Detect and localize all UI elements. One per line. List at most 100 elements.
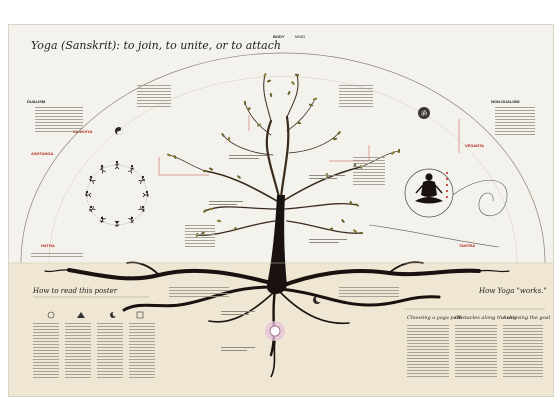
leaf	[166, 153, 172, 157]
asana-figure	[99, 164, 106, 174]
leaf	[237, 175, 241, 179]
vedanta-label: VEDANTA	[465, 143, 485, 148]
yoga-tree-poster: ॐ	[8, 24, 554, 397]
leaf	[353, 229, 357, 233]
tree-branches	[168, 74, 400, 236]
branch	[279, 115, 290, 199]
mind-label: MIND	[295, 34, 306, 39]
arc-outline	[20, 52, 546, 264]
meditation-figure-icon	[415, 173, 443, 204]
legend-text-4	[129, 323, 155, 379]
upper-left-text	[137, 85, 171, 107]
branch	[286, 220, 362, 234]
leaf	[221, 133, 225, 137]
right-branch-line	[368, 224, 500, 248]
branch	[204, 206, 278, 212]
branch	[265, 119, 281, 199]
sun-salutation-circle	[86, 164, 148, 226]
leaf	[355, 203, 359, 207]
leaf	[294, 73, 300, 77]
leaf	[227, 136, 231, 142]
leaf	[287, 90, 291, 96]
asana-figure	[88, 205, 96, 213]
hatha-label: HATHA	[41, 243, 55, 248]
branch	[282, 166, 362, 202]
non-dualism-label: NON-DUALISM	[491, 99, 520, 104]
leaf	[216, 219, 222, 223]
leaf	[349, 200, 353, 206]
poster-title: Yoga (Sanskrit): to join, to unite, or t…	[31, 39, 281, 52]
leaf	[312, 97, 318, 101]
leaf	[269, 92, 273, 98]
leaf	[263, 73, 267, 77]
achieving-heading: Achieving the goal	[503, 315, 551, 321]
leaf	[208, 207, 214, 211]
achieving-text	[503, 325, 543, 379]
mid-right-text	[353, 157, 385, 187]
asana-figure	[138, 205, 145, 213]
legend-icons	[47, 311, 144, 319]
asana-figure	[128, 164, 135, 174]
non-dualism-text	[495, 107, 535, 137]
leaf	[337, 131, 341, 135]
yin-yang-icon	[115, 127, 123, 135]
branch	[244, 102, 272, 136]
asana-figure	[142, 190, 149, 198]
ashtanga-label: ASHTANGA	[31, 151, 54, 156]
leaf	[202, 169, 208, 173]
leaf	[397, 148, 401, 154]
legend-text-3	[97, 323, 123, 379]
chakra-markers	[446, 172, 448, 198]
root-seed-icon	[265, 321, 285, 378]
om-icon: ॐ	[418, 107, 430, 119]
obstacles-text	[455, 325, 497, 379]
branch	[168, 154, 206, 172]
meditation-circle	[404, 168, 454, 218]
inner-arc-outline	[48, 76, 518, 264]
asana-figure	[128, 216, 135, 224]
asana-figures	[85, 160, 149, 227]
leaf	[296, 121, 302, 125]
branch	[288, 132, 340, 154]
obstacles-heading: Obstacles along the way	[455, 315, 517, 321]
connector-lines	[158, 115, 460, 176]
how-to-read-heading: How to read this poster	[33, 287, 118, 295]
tantra-label: TANTRA	[459, 243, 476, 248]
leaf	[173, 155, 177, 159]
upper-right-text	[339, 85, 373, 107]
branch	[284, 203, 358, 210]
dualism-label: DUALISM	[27, 99, 46, 104]
asana-figure	[114, 160, 120, 170]
how-yoga-works-heading: How Yoga "works."	[479, 287, 547, 295]
legend-text-1	[33, 323, 59, 379]
leaf	[391, 151, 395, 155]
leaf	[233, 226, 237, 232]
branch	[204, 170, 278, 202]
branch	[286, 74, 299, 118]
branch	[263, 74, 272, 122]
leaf	[203, 209, 207, 213]
leaf	[308, 103, 314, 107]
asana-figure	[99, 216, 106, 223]
central-text-blocks	[209, 155, 347, 351]
leaf	[266, 79, 272, 83]
leaf	[209, 167, 213, 171]
asana-figure	[138, 175, 146, 184]
leaf	[358, 231, 364, 235]
legend-text-2	[65, 323, 91, 379]
mid-left-text	[185, 225, 215, 247]
tree-roots	[44, 261, 510, 357]
hatha-caption	[31, 253, 83, 259]
asana-figure	[114, 220, 120, 227]
how-works-intro-text	[339, 287, 399, 297]
leaf	[341, 219, 345, 223]
leaf	[291, 81, 295, 85]
choosing-text	[407, 325, 449, 379]
leaf	[243, 100, 247, 106]
dualism-text	[35, 107, 83, 133]
branch	[286, 98, 316, 132]
leaf	[257, 123, 261, 127]
tree-trunk	[266, 195, 287, 294]
body-label: BODY	[273, 34, 285, 39]
asana-figure	[89, 175, 96, 184]
